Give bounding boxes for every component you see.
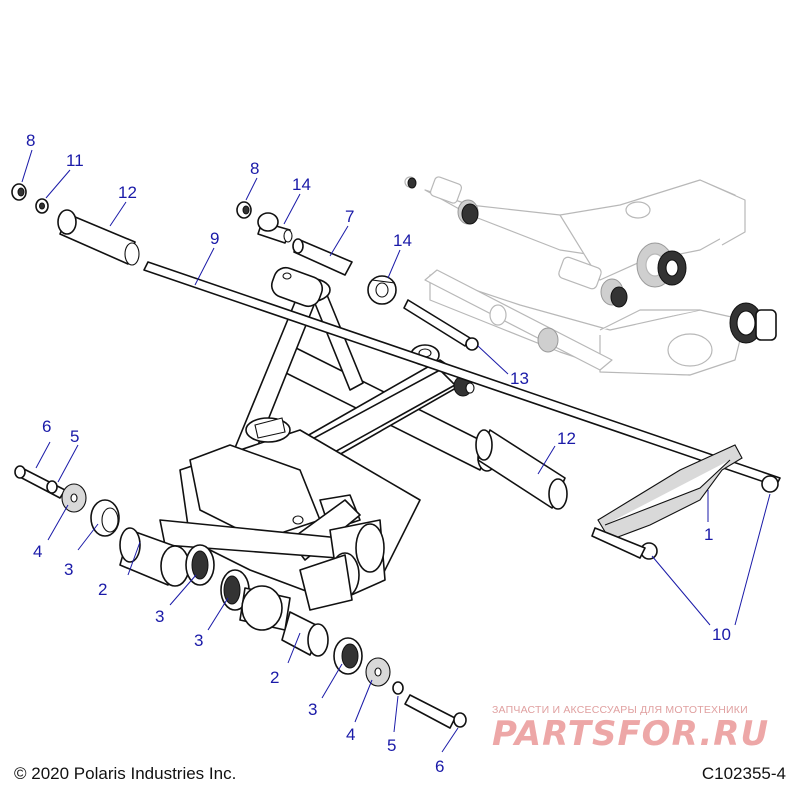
callout-4-left: 4	[33, 542, 42, 561]
part-6a-bolt	[14, 465, 66, 499]
callout-2-right: 2	[270, 668, 279, 687]
ghost-assembly	[404, 176, 777, 376]
callout-11: 11	[66, 151, 84, 170]
callout-8-mid: 8	[250, 159, 259, 178]
callout-5-left: 5	[70, 427, 79, 446]
part-3a-bushing	[90, 499, 120, 537]
callout-8-left: 8	[26, 131, 35, 150]
callout-labels: 1 2 2 3 3 3 3 4 4 5 5 6 6 7 8 8 9 10 11 …	[26, 131, 731, 776]
part-13-bolt	[403, 299, 479, 351]
callout-2-left: 2	[98, 580, 107, 599]
part-8b-nut	[236, 201, 252, 219]
swing-arm-main	[159, 266, 497, 611]
part-10-nuts	[591, 475, 779, 560]
part-5a-washer	[46, 480, 58, 494]
callout-4-right: 4	[346, 725, 355, 744]
watermark-subtitle: ЗАПЧАСТИ И АКСЕССУАРЫ ДЛЯ МОТОТЕХНИКИ	[492, 704, 748, 716]
part-12a-sleeve	[57, 209, 140, 266]
watermark: ЗАПЧАСТИ И АКСЕССУАРЫ ДЛЯ МОТОТЕХНИКИ PA…	[492, 704, 782, 754]
part-4b-washer	[365, 657, 391, 687]
callout-9: 9	[210, 229, 219, 248]
part-7-sleeve	[292, 238, 353, 276]
leader-lines	[21, 149, 771, 753]
part-3b-bushing	[185, 544, 215, 586]
part-2b-housing	[239, 585, 291, 631]
part-5b-washer	[392, 681, 404, 695]
plate-1	[597, 444, 743, 541]
callout-12-right: 12	[557, 429, 576, 448]
callout-13: 13	[510, 369, 529, 388]
watermark-logo: PARTSFOR.RU	[492, 714, 770, 754]
part-3c-bushing	[220, 569, 250, 611]
callout-3-left: 3	[64, 560, 73, 579]
callout-14-right: 14	[393, 231, 412, 250]
callout-6-right: 6	[435, 757, 444, 776]
callout-14-left: 14	[292, 175, 311, 194]
callout-10: 10	[712, 625, 731, 644]
part-12b-sleeve	[475, 429, 568, 510]
callout-6-left: 6	[42, 417, 51, 436]
callout-3-center: 3	[194, 631, 203, 650]
callout-3-mid: 3	[155, 607, 164, 626]
callout-7: 7	[345, 207, 354, 226]
callout-5-right: 5	[387, 736, 396, 755]
part-3d-bushing	[333, 637, 363, 675]
callout-1: 1	[704, 525, 713, 544]
copyright-notice: © 2020 Polaris Industries Inc.	[14, 764, 237, 783]
figure-code: C102355-4	[701, 764, 786, 783]
callout-12-left: 12	[118, 183, 137, 202]
part-8a-nut	[11, 183, 27, 201]
part-2c-sleeve	[281, 611, 329, 657]
part-6b-bolt	[404, 694, 467, 729]
part-14a-bushing	[257, 212, 293, 244]
callout-3-right: 3	[308, 700, 317, 719]
part-4a-washer	[61, 483, 87, 513]
part-14b-bushing	[367, 275, 397, 305]
part-11-washer	[35, 198, 49, 214]
